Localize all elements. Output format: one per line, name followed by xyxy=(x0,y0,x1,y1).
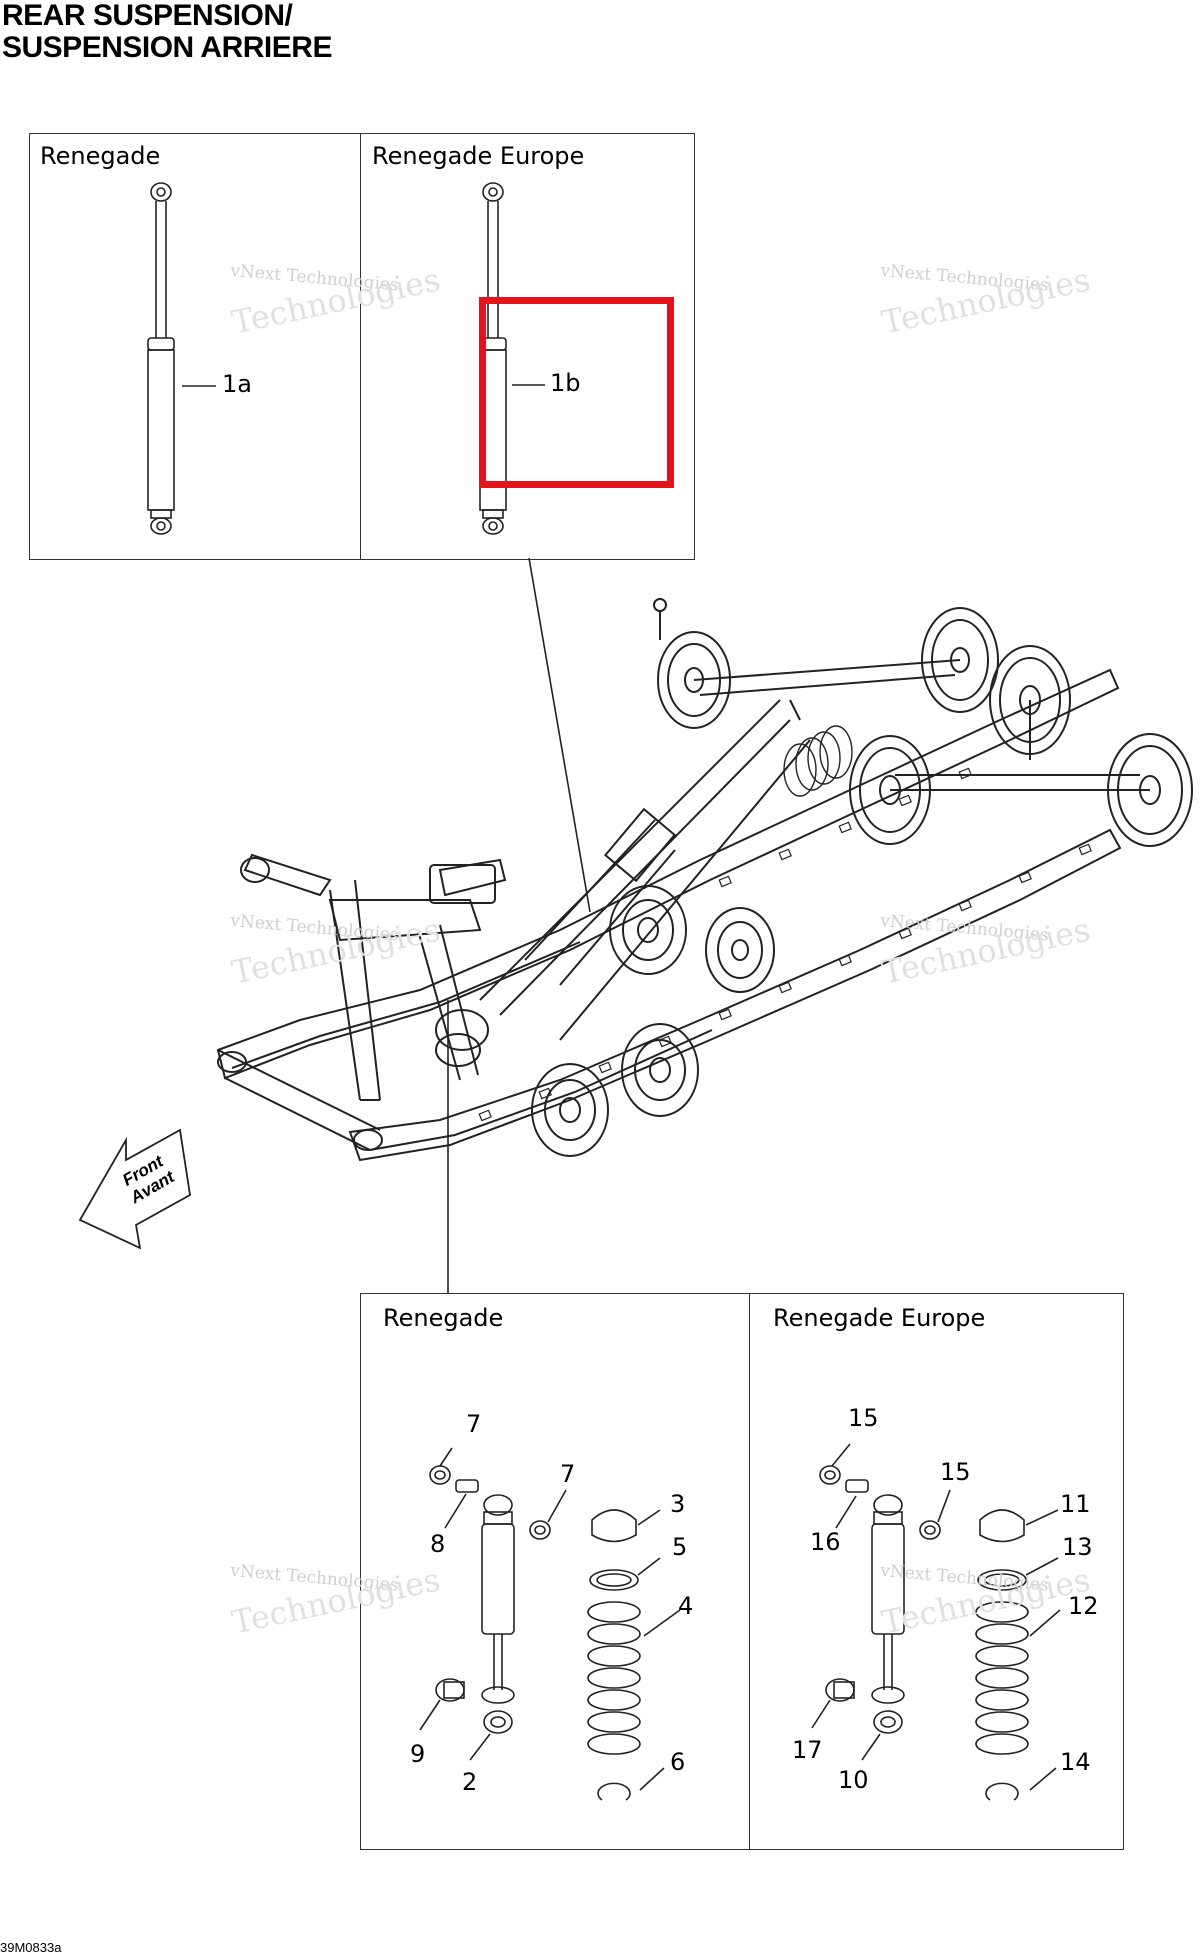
bottom-panel-label-renegade-europe: Renegade Europe xyxy=(773,1304,986,1332)
drawing-code: 39M0833a xyxy=(0,1940,62,1955)
bottom-spring-panel: Renegade Renegade Europe xyxy=(360,1293,1124,1850)
callout-17: 17 xyxy=(792,1736,823,1764)
idler-wheel-mid-left xyxy=(705,907,775,993)
callout-15-right: 15 xyxy=(940,1458,971,1486)
callout-15-top: 15 xyxy=(848,1404,879,1432)
callout-6: 6 xyxy=(670,1748,686,1776)
front-arrow-shape xyxy=(78,1128,191,1250)
title-line-2: SUSPENSION ARRIERE xyxy=(2,31,332,64)
idler-wheel-front-left xyxy=(609,885,687,975)
callout-11: 11 xyxy=(1060,1490,1091,1518)
callout-7-right: 7 xyxy=(560,1460,576,1488)
callout-7-top: 7 xyxy=(466,1410,482,1438)
bottom-left-parts xyxy=(419,1447,681,1801)
callout-8: 8 xyxy=(430,1530,446,1558)
diagram-title: REAR SUSPENSION/ SUSPENSION ARRIERE xyxy=(2,0,332,64)
bottom-right-parts xyxy=(811,1443,1061,1801)
bottom-panel-label-renegade: Renegade xyxy=(383,1304,504,1332)
callout-5: 5 xyxy=(672,1533,688,1561)
callout-16: 16 xyxy=(810,1528,841,1556)
callout-4: 4 xyxy=(678,1592,694,1620)
rear-suspension-assembly xyxy=(216,598,1193,1162)
idler-wheel-mid-right xyxy=(621,1023,699,1117)
top-panel-label-renegade-europe: Renegade Europe xyxy=(372,142,585,170)
top-panel-label-renegade: Renegade xyxy=(40,142,161,170)
top-shock-panel: Renegade Renegade Europe xyxy=(29,133,695,560)
bottom-panel-divider xyxy=(749,1294,750,1849)
idler-wheel-front-right xyxy=(531,1063,609,1157)
shock-absorber-1a xyxy=(147,182,216,535)
top-panel-divider xyxy=(360,134,361,559)
callout-10: 10 xyxy=(838,1766,869,1794)
callout-1a: 1a xyxy=(222,370,252,398)
callout-9: 9 xyxy=(410,1740,426,1768)
callout-2: 2 xyxy=(462,1768,478,1796)
highlight-box-1b xyxy=(479,297,674,488)
rear-wheel-upper-right xyxy=(921,607,999,713)
title-line-1: REAR SUSPENSION/ xyxy=(2,0,293,32)
callout-1b: 1b xyxy=(550,369,581,397)
callout-14: 14 xyxy=(1060,1748,1091,1776)
callout-13: 13 xyxy=(1062,1533,1093,1561)
callout-3: 3 xyxy=(670,1490,686,1518)
callout-12: 12 xyxy=(1068,1592,1099,1620)
